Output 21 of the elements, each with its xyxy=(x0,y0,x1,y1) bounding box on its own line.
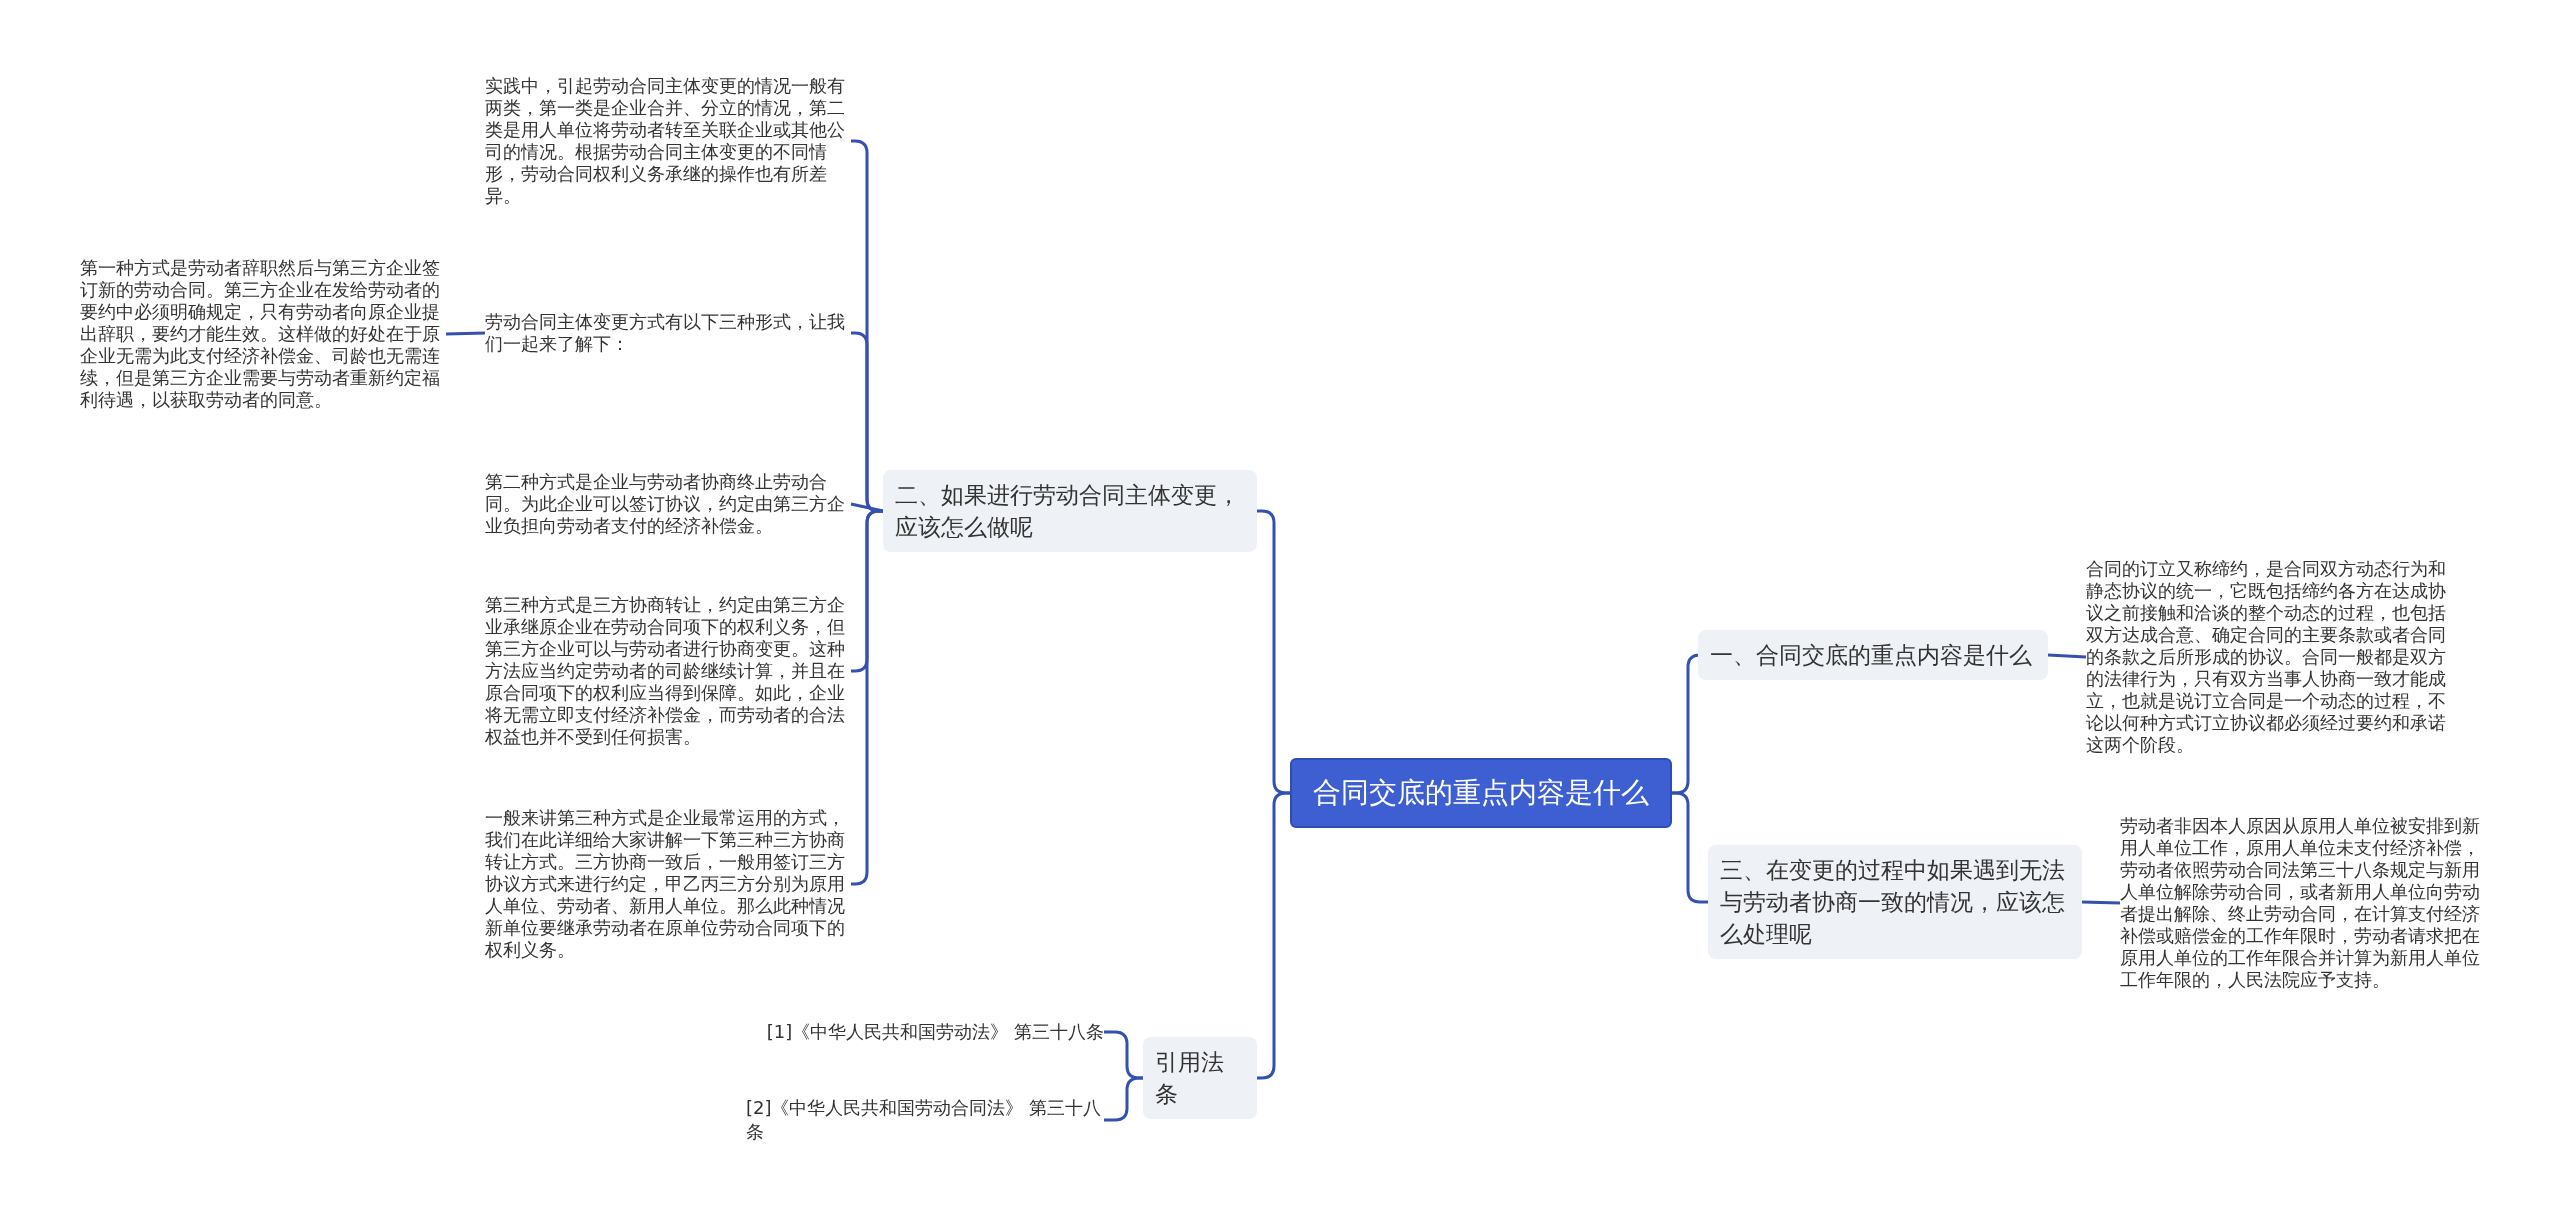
note-text: 合同的订立又称缔约，是合同双方动态行为和静态协议的统一，它既包括缔约各方在达成协议之前接触和洽谈的整个动态的过程，也包括双方达成合意、确定合同的主要条款或者合同的条款之后所形成的协议。合同一般都是双方的法律行为，只有双方当事人协商一致才能成立，也就是说订立合同是一个动态的过程，不论以何种方式订立协议都必须经过要约和承诺这两个阶段。 xyxy=(2086,558,2460,756)
note-text: 劳动者非因本人原因从原用人单位被安排到新用人单位工作，原用人单位未支付经济补偿，劳动者依照劳动合同法第三十八条规定与新用人单位解除劳动合同，或者新用人单位向劳动者提出解除、终止劳动合同，在计算支付经济补偿或赔偿金的工作年限时，劳动者请求把在原用人单位的工作年限合并计算为新用人单位工作年限的，人民法院应予支持。 xyxy=(2120,815,2486,991)
note-text: 第三种方式是三方协商转让，约定由第三方企业承继原企业在劳动合同项下的权利义务，但第三方企业可以与劳动者进行协商变更。这种方法应当约定劳动者的司龄继续计算，并且在原合同项下的权利应当得到保障。如此，企业将无需立即支付经济补偿金，而劳动者的合法权益也并不受到任何损害。 xyxy=(485,594,851,748)
note-text: 第二种方式是企业与劳动者协商终止劳动合同。为此企业可以签订协议，约定由第三方企业负担向劳动者支付的经济补偿金。 xyxy=(485,471,851,537)
topic-box: 三、在变更的过程中如果遇到无法与劳动者协商一致的情况，应该怎么处理呢 xyxy=(1708,845,2082,959)
topic-box: 引用法条 xyxy=(1143,1037,1257,1119)
citation-text: [2]《中华人民共和国劳动合同法》 第三十八条 xyxy=(746,1096,1104,1144)
note-text: 第一种方式是劳动者辞职然后与第三方企业签订新的劳动合同。第三方企业在发给劳动者的要约中必须明确规定，只有劳动者向原企业提出辞职，要约才能生效。这样做的好处在于原企业无需为此支付经济补偿金、司龄也无需连续，但是第三方企业需要与劳动者重新约定福利待遇，以获取劳动者的同意。 xyxy=(80,257,446,411)
central-topic-box: 合同交底的重点内容是什么 xyxy=(1290,758,1672,828)
connector-line xyxy=(850,502,884,513)
topic-box: 二、如果进行劳动合同主体变更，应该怎么做呢 xyxy=(883,470,1257,552)
topic-box: 一、合同交底的重点内容是什么 xyxy=(1698,630,2048,680)
note-text: 劳动合同主体变更方式有以下三种形式，让我们一起来了解下： xyxy=(485,311,851,355)
connector-line xyxy=(1672,791,1708,904)
connector-line xyxy=(1104,1076,1143,1122)
citation-text: [1]《中华人民共和国劳动法》 第三十八条 xyxy=(764,1020,1104,1044)
note-text: 一般来讲第三种方式是企业最常运用的方式，我们在此详细给大家讲解一下第三种三方协商转让方式。三方协商一致后，一般用签订三方协议方式来进行约定，甲乙丙三方分别为原用人单位、劳动者、新用人单位。那么此种情况新单位要继承劳动者在原单位劳动合同项下的权利义务。 xyxy=(485,807,851,961)
connector-line xyxy=(445,331,486,336)
connector-line xyxy=(2081,900,2121,905)
connector-line xyxy=(2047,653,2087,659)
note-text: 实践中，引起劳动合同主体变更的情况一般有两类，第一类是企业合并、分立的情况，第二类是用人单位将劳动者转至关联企业或其他公司的情况。根据劳动合同主体变更的不同情形，劳动合同权利义务承继的操作也有所差异。 xyxy=(485,75,851,207)
